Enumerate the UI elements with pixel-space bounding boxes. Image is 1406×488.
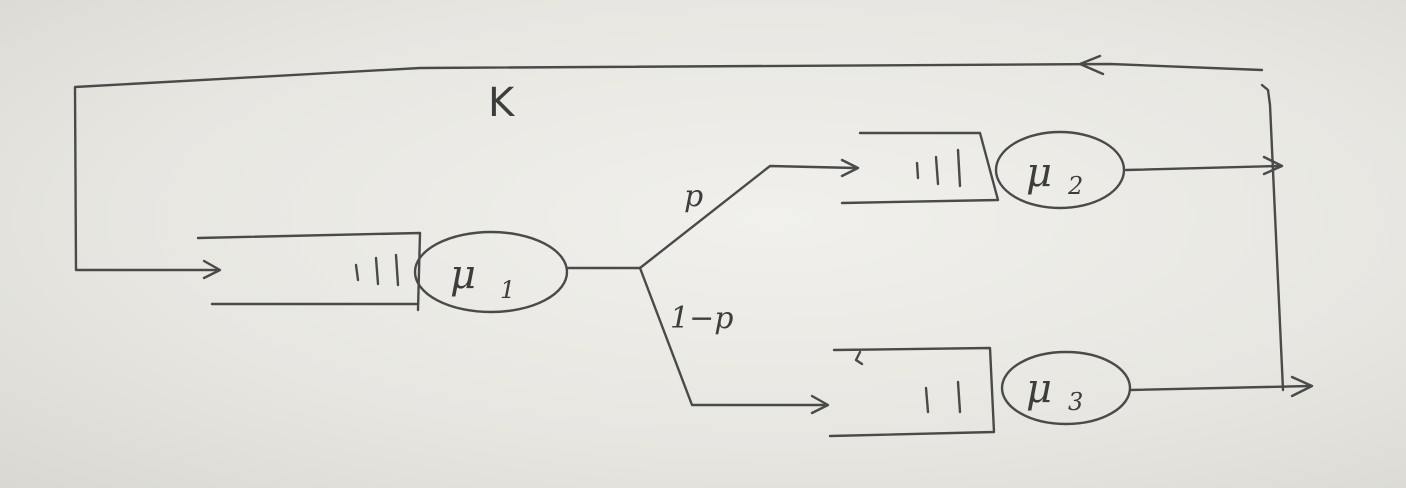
server2-output-arrowhead (1262, 155, 1284, 176)
server2-label: μ 2 (1026, 150, 1083, 200)
queue2-entry-arrowhead (840, 158, 860, 178)
queue3-entry-arrowhead (810, 394, 830, 415)
queue1-customers (354, 253, 400, 287)
server3-label: μ 3 (1026, 366, 1083, 416)
queue1-buffer (196, 231, 422, 312)
server1-label: μ 1 (450, 252, 515, 304)
server3-output-line (1128, 384, 1312, 392)
server2-symbol: μ (1026, 150, 1052, 196)
queue1-entry-arrowhead (202, 259, 222, 280)
feedback-label: K (488, 80, 516, 126)
server3-circle (1000, 350, 1132, 426)
server2-subscript: 2 (1067, 172, 1083, 200)
queue3-buffer (828, 346, 996, 438)
server1-symbol: μ (450, 252, 476, 298)
server3-symbol: μ (1026, 366, 1052, 412)
feedback-return-arrowhead (1078, 54, 1105, 76)
queue2-customers (915, 148, 962, 188)
branch-upper-line (638, 164, 858, 270)
branch-upper-label: p (684, 179, 703, 214)
server2-circle (994, 130, 1126, 210)
queue3-customers (854, 350, 962, 414)
branch-lower-label: 1−p (670, 301, 733, 336)
queue2-buffer (840, 131, 1000, 205)
server3-subscript: 3 (1068, 388, 1083, 416)
server1-circle (413, 230, 569, 314)
server2-output-line (1124, 164, 1282, 172)
feedback-loop-line (73, 62, 1285, 392)
server1-subscript: 1 (500, 276, 515, 304)
server3-output-arrowhead (1290, 375, 1314, 398)
branch-lower-line (638, 266, 828, 407)
